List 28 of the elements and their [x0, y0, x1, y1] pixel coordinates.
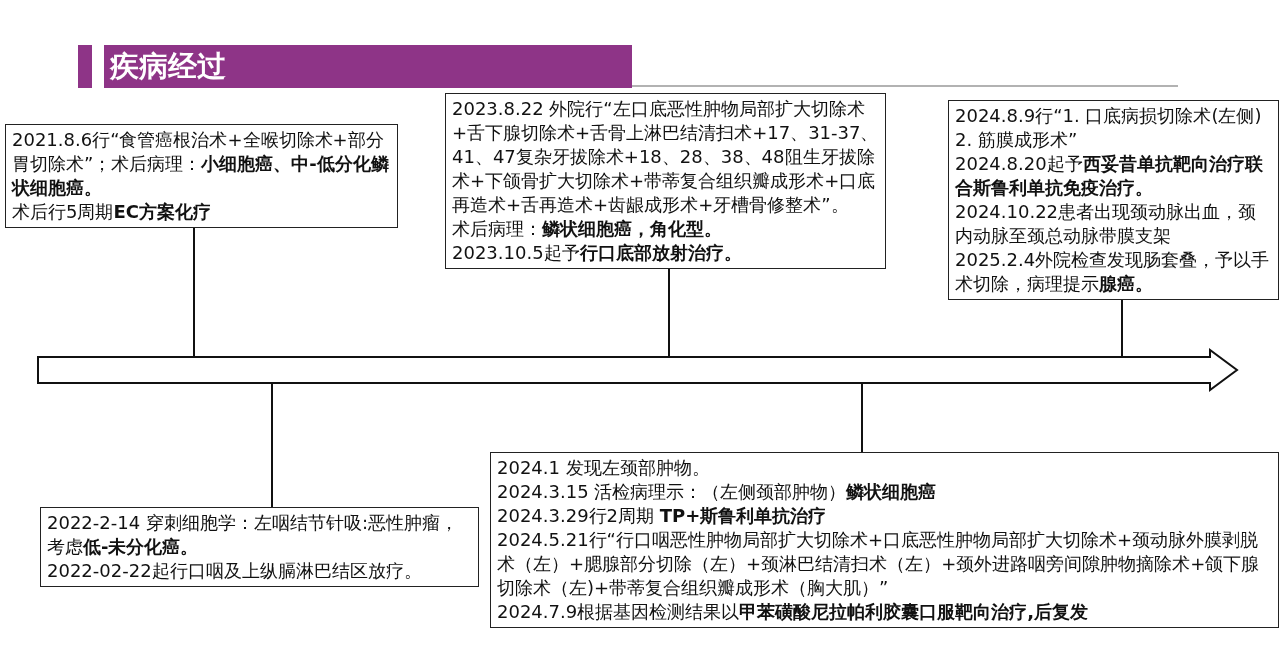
event-text: 2023.8.22 外院行“左口底恶性肿物局部扩大切除术+舌下腺切除术+舌骨上淋巴结清扫术+17、31-37、41、47复杂牙拔除术+18、28、38、48阻生牙拔除术+下颌骨扩大切除术+带蒂复合组织瓣成形术+口底再造术+舌再造术+齿龈成形术+牙槽骨修整术”。: [452, 97, 879, 217]
connector-line: [1121, 299, 1123, 358]
event-text: 2024.7.9根据基因检测结果以甲苯磺酸尼拉帕利胶囊口服靶向治疗,后复发: [497, 600, 1089, 624]
event-box: [445, 93, 886, 269]
event-text: 2024.10.22患者出现颈动脉出血，颈内动脉至颈总动脉带膜支架: [955, 200, 1258, 248]
event-text: 2024.8.9行“1. 口底病损切除术(左侧) 2. 筋膜成形术”: [955, 104, 1263, 152]
event-text: 2024.5.21行“行口咽恶性肿物局部扩大切除术+口底恶性肿物局部扩大切除术+颈动脉外膜剥脱术（左）+腮腺部分切除（左）+颈淋巴结清扫术（左）+颈外进路咽旁间隙肿物摘除术+颌下腺切除术（左)+带蒂复合组织瓣成形术（胸大肌）”: [497, 528, 1261, 600]
event-box: [490, 452, 1279, 628]
title: 疾病经过: [110, 48, 226, 85]
event-box: [948, 100, 1279, 300]
connector-line: [861, 382, 863, 453]
connector-line: [668, 268, 670, 358]
event-text: 术后病理：鳞状细胞癌，角化型。: [452, 217, 723, 241]
event-text: 2025.2.4外院检查发现肠套叠，予以手术切除，病理提示腺癌。: [955, 248, 1271, 296]
event-box: [5, 124, 398, 228]
connector-line: [271, 382, 273, 508]
event-box: [40, 507, 479, 587]
event-text: 2024.8.20起予西妥昔单抗靶向治疗联合斯鲁利单抗免疫治疗。: [955, 152, 1264, 200]
event-text: 2022-2-14 穿刺细胞学：左咽结节针吸:恶性肿瘤，考虑低-未分化癌。: [47, 511, 459, 559]
event-text: 2024.3.15 活检病理示：（左侧颈部肿物）鳞状细胞癌: [497, 480, 938, 504]
event-text: 2022-02-22起行口咽及上纵膈淋巴结区放疗。: [47, 559, 423, 583]
event-text: 2024.1 发现左颈部肿物。: [497, 456, 711, 480]
event-text: 2023.10.5起予行口底部放射治疗。: [452, 241, 743, 265]
event-text: 术后行5周期EC方案化疗: [12, 200, 212, 224]
connector-line: [193, 227, 195, 358]
timeline-arrow: [37, 349, 1238, 391]
event-text: 2021.8.6行“食管癌根治术+全喉切除术+部分胃切除术”；术后病理：小细胞癌、中-低分化鳞状细胞癌。: [12, 128, 390, 200]
event-text: 2024.3.29行2周期 TP+斯鲁利单抗治疗: [497, 504, 828, 528]
